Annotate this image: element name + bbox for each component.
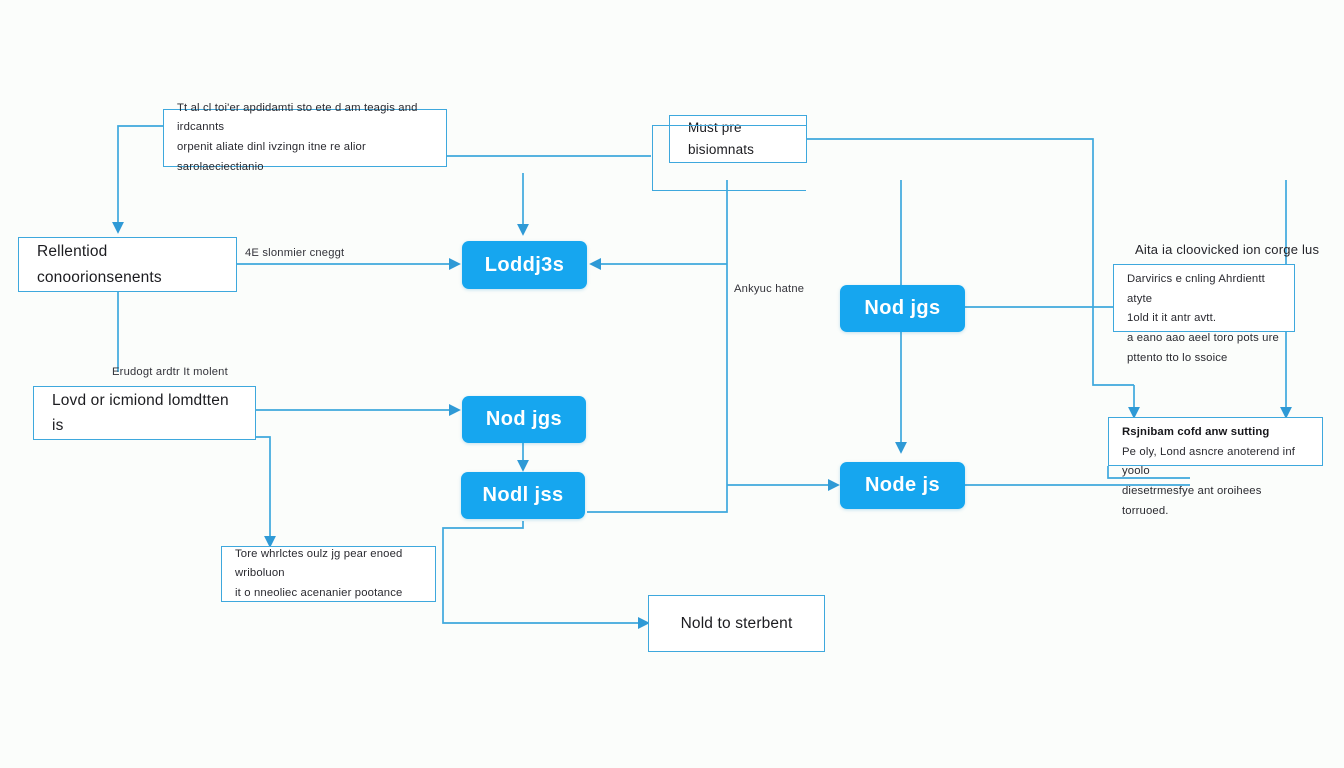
node-right-note-top[interactable]: Darvirics e cnling Ahrdientt atyte 1old … <box>1113 264 1295 364</box>
node-blue-nodjgs-mid[interactable]: Nod jgs <box>462 396 586 443</box>
edge-leftbox2-to-bottomnote <box>256 436 276 548</box>
node-left-box-2-label: Lovd or icmiond lomdtten is <box>52 391 229 434</box>
note-line: Pe oly, Lond asncre anoterend inf yoolo <box>1122 445 1296 478</box>
node-blue-nodejs-label: Node js <box>864 474 941 496</box>
note-line: orpenit aliate dinl ivzingn itne re alio… <box>177 141 366 173</box>
edge-label-left-to-blue1: 4E slonmier cneggt <box>245 247 345 259</box>
node-blue-nodjs-right-label: Nod jgs <box>864 297 941 319</box>
node-bottom-left-note-text: Tore whrlctes oulz jg pear enoed wribolu… <box>222 545 435 604</box>
node-blue-nodejs[interactable]: Node js <box>840 462 965 509</box>
node-top-mid-box[interactable]: Must pre bisiomnats <box>652 115 807 191</box>
node-left-box-1[interactable]: Rellentiod conoorionsenents <box>18 237 237 292</box>
note-heading: Rsjnibam cofd anw sutting <box>1122 426 1270 438</box>
node-right-note-top-text: Darvirics e cnling Ahrdientt atyte 1old … <box>1114 265 1294 368</box>
note-line: Tore whrlctes oulz jg pear enoed wribolu… <box>235 547 403 580</box>
note-line: 1old it it antr avtt. <box>1127 312 1217 325</box>
node-blue-nodljss-label: Nodl jss <box>482 484 564 506</box>
node-top-left-note[interactable]: Tt al cl toi'er apdidamti sto ete d am t… <box>163 102 447 173</box>
edge-label-mid-vertical: Ankyuc hatne <box>734 283 805 295</box>
note-line: Darvirics e cnling Ahrdientt atyte <box>1127 273 1265 305</box>
edge-blue4-to-right <box>587 180 728 513</box>
edge-label-above-left-box-2: Erudogt ardtr It molent <box>112 366 228 378</box>
node-bottom-mid-label: Nold to sterbent <box>680 614 793 632</box>
edge-label-right-note-caption: Aita ia cloovicked ion corge lus <box>1135 242 1320 257</box>
node-left-box-1-label: Rellentiod conoorionsenents <box>37 243 162 286</box>
node-bottom-mid-box[interactable]: Nold to sterbent <box>648 595 825 652</box>
node-blue-loddj3s[interactable]: Loddj3s <box>462 241 587 289</box>
node-right-note-bottom[interactable]: Rsjnibam cofd anw sutting Pe oly, Lond a… <box>1108 417 1323 517</box>
node-left-box-2[interactable]: Lovd or icmiond lomdtten is <box>33 386 256 440</box>
node-right-note-bottom-text: Rsjnibam cofd anw sutting Pe oly, Lond a… <box>1109 418 1322 521</box>
node-bottom-left-note[interactable]: Tore whrlctes oulz jg pear enoed wribolu… <box>221 546 436 602</box>
note-line: a eano aao aeel toro pots ure <box>1127 331 1279 344</box>
node-blue-nodjgs-mid-label: Nod jgs <box>485 408 563 430</box>
node-blue-nodjs-right[interactable]: Nod jgs <box>840 285 965 332</box>
edge-topnote-to-leftbox1 <box>112 125 163 234</box>
node-blue-loddj3s-label: Loddj3s <box>484 253 565 276</box>
node-blue-nodljss[interactable]: Nodl jss <box>461 472 585 519</box>
note-line: it o nneoliec acenanier pootance <box>235 586 403 599</box>
note-line: diesetrmesfye ant oroihees torruoed. <box>1122 484 1262 517</box>
note-line: Tt al cl toi'er apdidamti sto ete d am t… <box>177 101 418 134</box>
note-line: pttento tto lo ssoice <box>1127 351 1228 364</box>
node-top-left-note-text: Tt al cl toi'er apdidamti sto ete d am t… <box>164 99 446 178</box>
node-top-mid-label: Must pre bisiomnats <box>688 120 755 157</box>
edge-topmid-to-right <box>807 138 1134 386</box>
edge-blue4-to-bottommid <box>442 521 650 629</box>
